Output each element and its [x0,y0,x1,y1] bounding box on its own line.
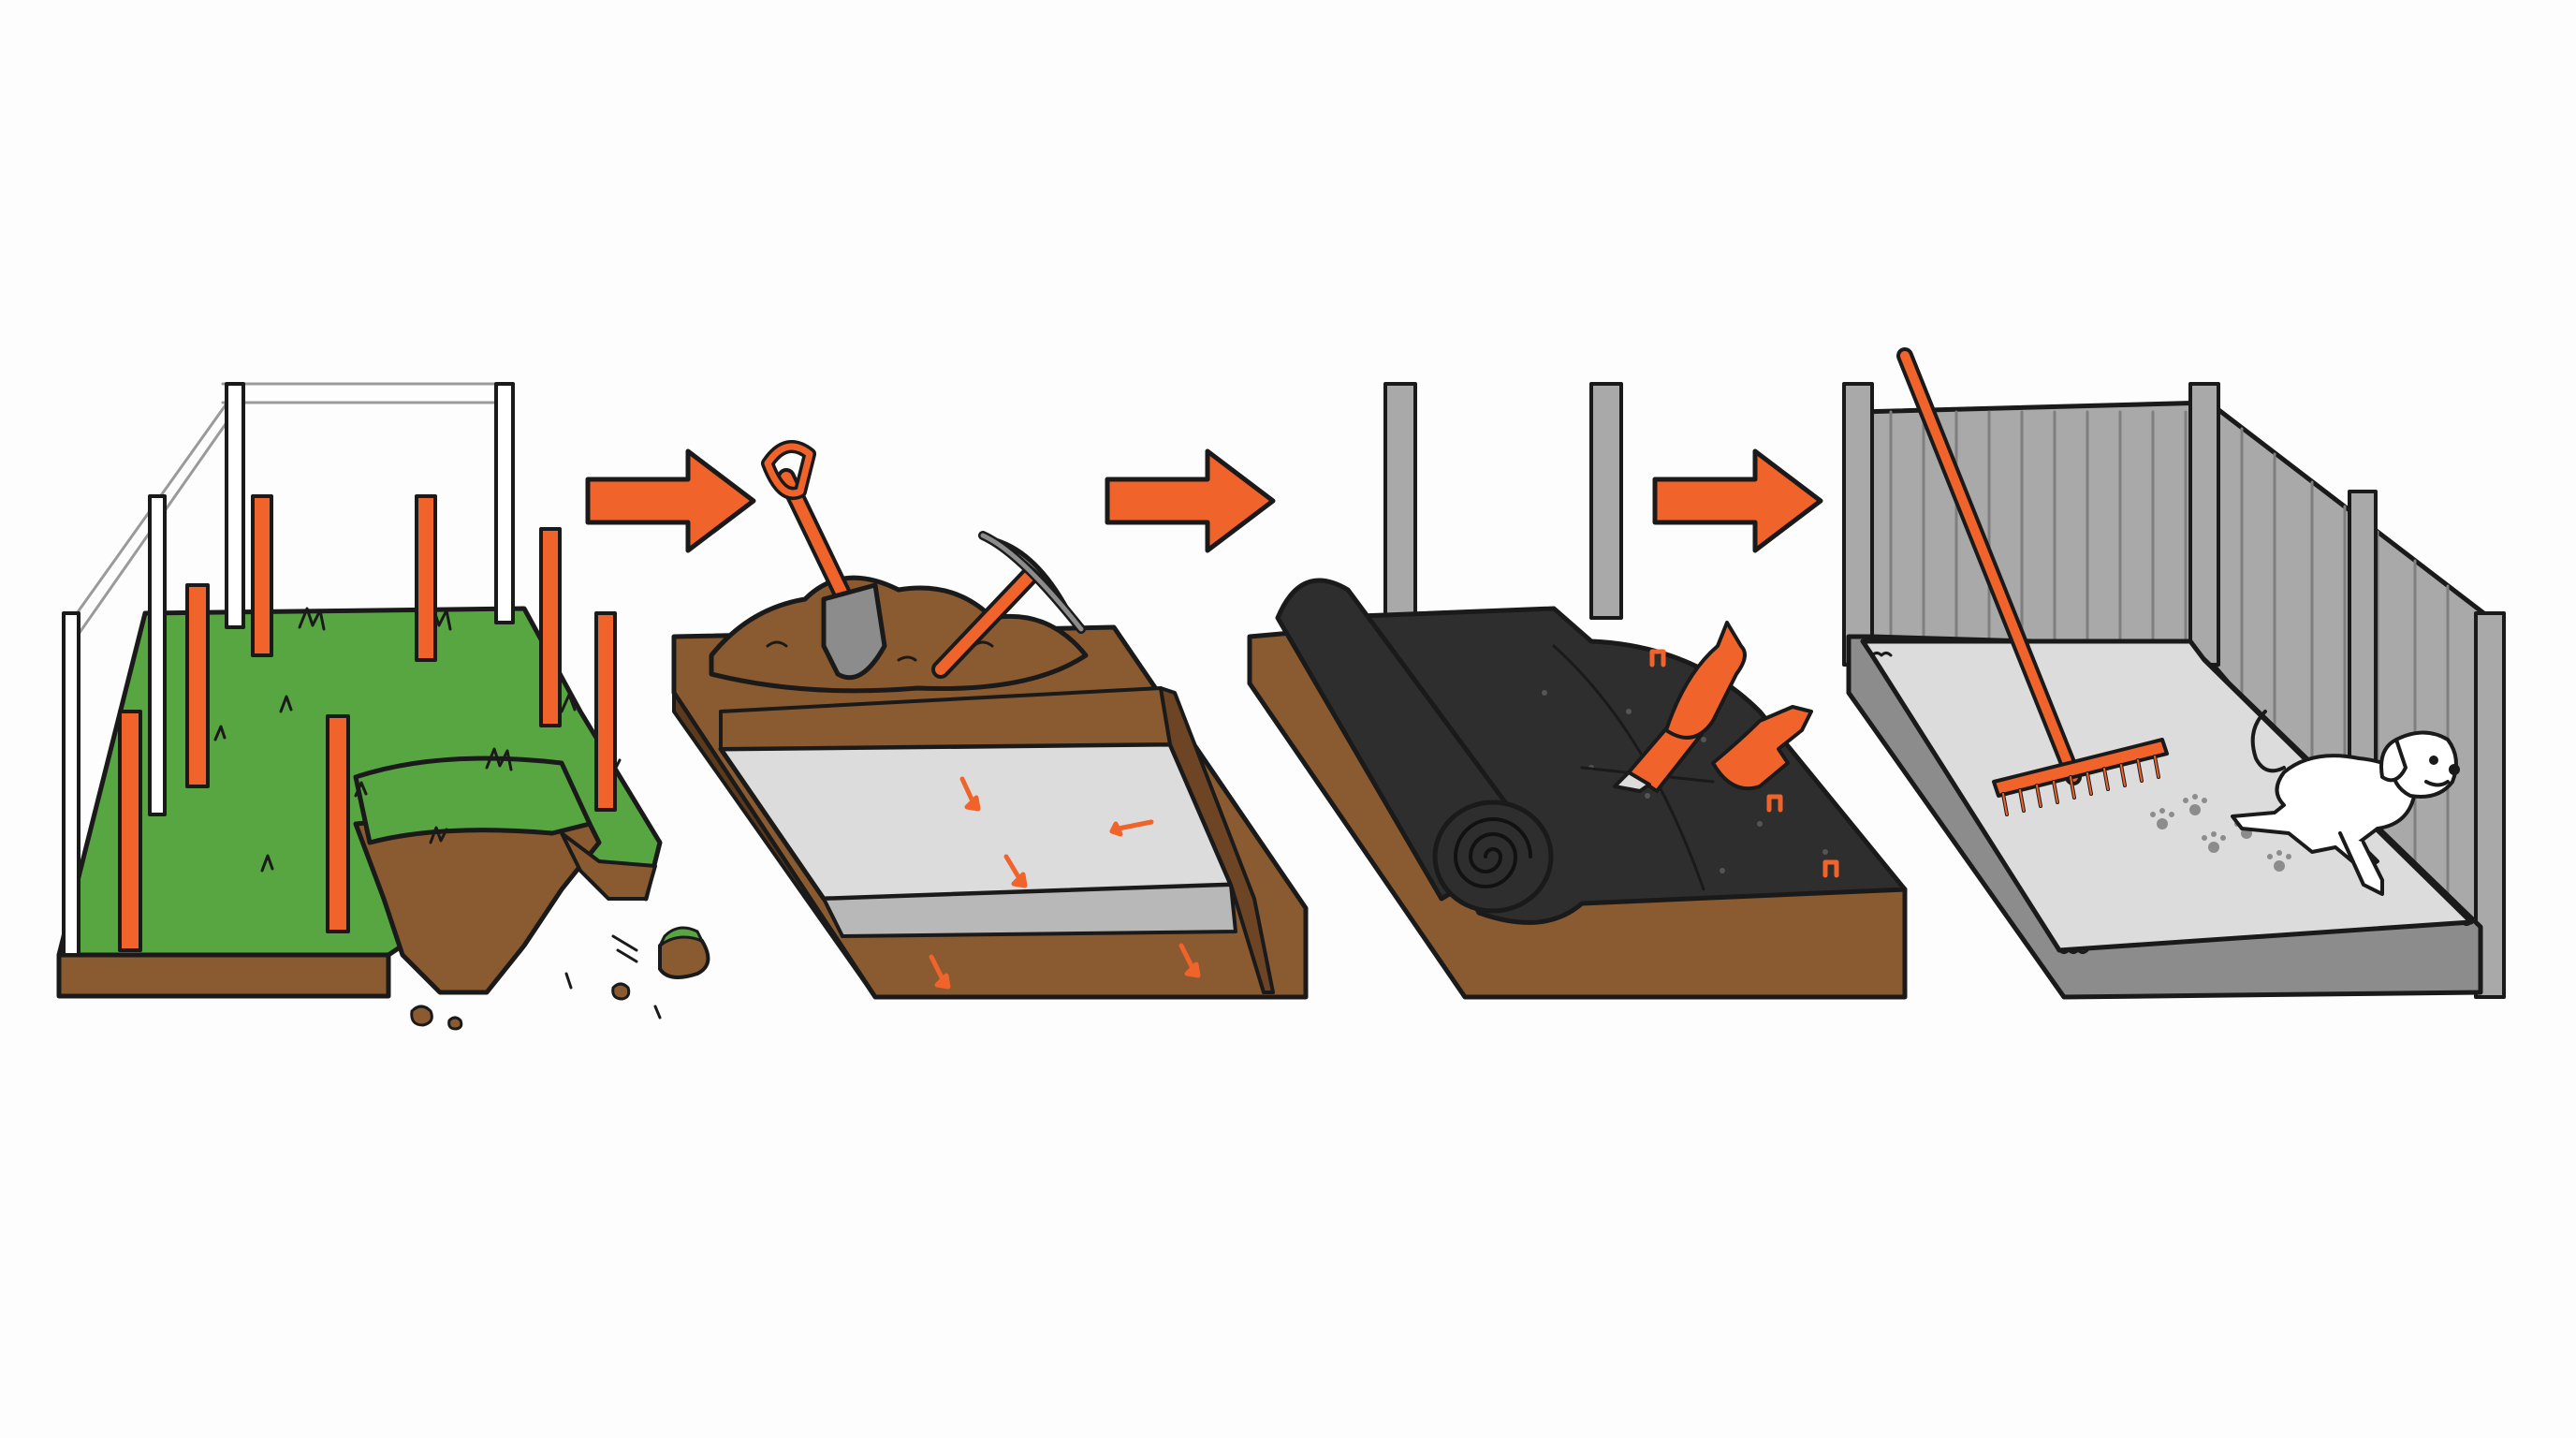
soil-crumb [449,1018,461,1029]
fence-post [1844,384,1872,665]
orange-stake-icon [253,496,271,655]
arrow-right-icon [1107,451,1273,550]
arrow-right-icon [1655,451,1821,550]
soil-crumb [412,1006,432,1025]
arrow-right-icon [588,451,754,550]
orange-stake-icon [596,613,615,810]
orange-stake-icon [328,716,348,932]
gray-fence-posts [1385,384,1621,618]
orange-stake-icon [417,496,435,660]
soil-crumb [613,984,629,999]
lifted-sod-icon [356,758,590,843]
orange-stake-icon [541,529,560,726]
step-3-lay-landscape-fabric [1250,384,1905,997]
fence-post [2190,384,2218,665]
soil-slab [59,955,388,996]
orange-stake-icon [187,585,208,786]
step-4-spread-gravel-finished-run [1844,356,2504,997]
orange-stake-icon [120,712,140,950]
motion-lines [566,936,660,1018]
dirt-pile [711,578,1086,691]
